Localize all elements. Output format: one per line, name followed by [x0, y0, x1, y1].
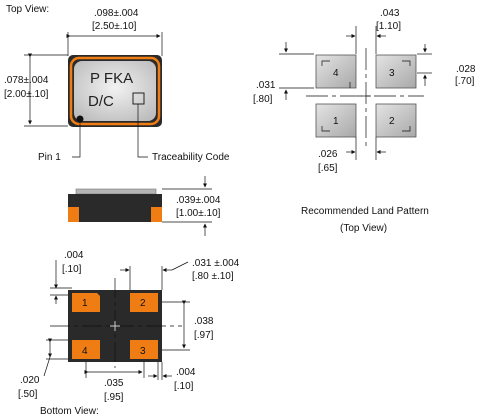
pin1-dot: [76, 115, 84, 123]
bv-corner-mm: [.10]: [62, 264, 82, 275]
traceability-box: [132, 92, 145, 105]
land-pad-1: 1: [315, 103, 357, 138]
lp-gap-in: .043: [380, 8, 400, 19]
bottom-pad-1: [72, 293, 100, 312]
pin1-leader: [72, 121, 81, 158]
bv-padw-mm: [.80 ±.10]: [192, 271, 234, 282]
bv-padw-in: .031 ±.004: [192, 258, 240, 269]
lp-right-in: .028: [456, 64, 476, 75]
height-mm-text: [2.00±.10]: [4, 89, 49, 100]
height-in-text: .078±.004: [4, 75, 49, 86]
land-pad-1-label: 1: [333, 116, 339, 127]
bv-pitchh-in: .035: [104, 378, 124, 389]
bottom-pad-3: [130, 340, 158, 359]
bv-padw-leader: [171, 261, 189, 271]
bv-edge-in: .004: [176, 367, 196, 378]
lp-bottom-mm: [.65]: [318, 163, 338, 174]
bottom-pad-2: [130, 293, 158, 312]
trace-label: Traceability Code: [152, 152, 230, 163]
land-pad-2: 2: [375, 103, 417, 138]
lp-left-mm: [.80]: [253, 94, 273, 105]
land-pattern-subtitle: (Top View): [340, 223, 387, 234]
trace-leader: [137, 104, 148, 158]
width-mm-text: [2.50±.10]: [92, 21, 137, 32]
pin1-label: Pin 1: [38, 152, 61, 163]
side-lid: [75, 188, 157, 195]
lp-right-mm: [.70]: [455, 76, 475, 87]
land-pad-4: 4: [315, 54, 357, 89]
width-in-text: .098±.004: [94, 8, 139, 19]
side-body: [68, 194, 162, 222]
bv-padh-mm: [.50]: [18, 389, 38, 400]
bottom-view-caption: Bottom View:: [40, 406, 99, 417]
bv-padh-leader: [43, 356, 51, 377]
bv-padh-in: .020: [20, 375, 40, 386]
side-pad-right: [151, 207, 162, 222]
land-pad-3: 3: [375, 54, 417, 89]
thick-mm-text: [1.00±.10]: [176, 208, 221, 219]
thick-in-text: .039±.004: [176, 195, 221, 206]
side-pad-left: [68, 207, 79, 222]
lp-left-in: .031: [256, 80, 276, 91]
lp-bottom-in: .026: [318, 149, 338, 160]
bottom-pin-4: 4: [82, 346, 88, 357]
bv-pitchv-mm: [.97]: [194, 330, 214, 341]
bv-corner-in: .004: [64, 250, 84, 261]
marking-line1: P FKA: [90, 70, 133, 87]
bottom-pin-3: 3: [140, 346, 146, 357]
package-lid: [74, 61, 156, 121]
land-pad-3-label: 3: [389, 68, 395, 79]
bottom-pin-1: 1: [82, 298, 88, 309]
bv-edge-mm: [.10]: [174, 381, 194, 392]
bottom-pad-4: [72, 340, 100, 359]
land-pad-4-label: 4: [333, 68, 339, 79]
lp-gap-mm: [1.10]: [376, 21, 401, 32]
bv-pitchh-mm: [.95]: [104, 392, 124, 403]
top-view-caption: Top View:: [6, 4, 49, 15]
bv-pitchv-in: .038: [194, 316, 214, 327]
land-pad-2-label: 2: [389, 116, 395, 127]
marking-line2: D/C: [88, 93, 114, 110]
bottom-pin-2: 2: [140, 298, 146, 309]
land-pattern-title: Recommended Land Pattern: [301, 206, 429, 217]
seal-ring: [69, 56, 161, 126]
